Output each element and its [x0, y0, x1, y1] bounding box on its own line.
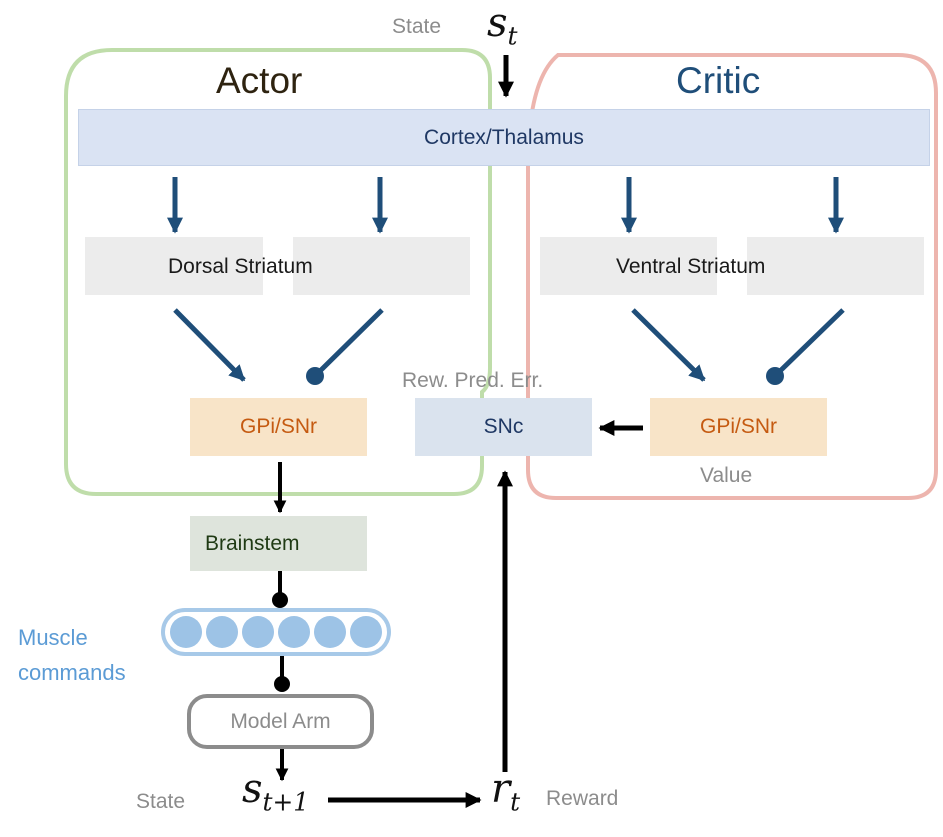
dorsal-striatum-label: Dorsal Striatum — [168, 255, 313, 278]
model-arm-box: Model Arm — [187, 694, 374, 749]
critic-gpi-snr-box: GPi/SNr — [650, 398, 827, 456]
muscle-neuron — [242, 616, 274, 648]
state-symbol-sub: t — [507, 21, 518, 51]
ventral-direct-arrow — [631, 308, 706, 382]
ventral-indirect-connection — [776, 308, 845, 375]
muscle-commands-label: Muscle commands — [18, 620, 126, 690]
critic-gpi-snr-label: GPi/SNr — [699, 415, 777, 438]
cortex-thalamus-label: Cortex/Thalamus — [424, 125, 584, 149]
muscle-neuron — [314, 616, 346, 648]
state-symbol-base: s — [487, 0, 508, 46]
critic-title: Critic — [676, 60, 761, 101]
muscle-neuron — [350, 616, 382, 648]
value-label: Value — [700, 464, 753, 487]
next-state-sub: t+1 — [262, 787, 310, 817]
ventral-striatum-box-right — [747, 237, 924, 295]
dorsal-striatum-box-right — [293, 237, 470, 295]
muscle-arm-terminal — [274, 676, 290, 692]
reward-prediction-error-label: Rew. Pred. Err. — [402, 369, 544, 392]
actor-title: Actor — [216, 60, 303, 101]
state-symbol-top: st — [487, 0, 518, 51]
model-arm-label: Model Arm — [230, 709, 331, 733]
reward-sub: t — [510, 787, 521, 817]
state-label-top: State — [392, 15, 442, 38]
muscle-command-layer — [161, 608, 391, 656]
dorsal-inhibitory-terminal — [306, 367, 324, 385]
ventral-striatum-box-left — [540, 237, 717, 295]
brainstem-muscle-terminal — [272, 592, 288, 608]
muscle-commands-line-1: Muscle — [18, 625, 88, 650]
snc-box: SNc — [415, 398, 592, 456]
ventral-inhibitory-terminal — [766, 367, 784, 385]
actor-gpi-snr-label: GPi/SNr — [239, 415, 317, 438]
brainstem-label: Brainstem — [205, 531, 300, 555]
muscle-commands-line-2: commands — [18, 660, 126, 685]
state-label-bottom: State — [136, 790, 186, 813]
ventral-striatum-label: Ventral Striatum — [616, 255, 766, 278]
brainstem-box: Brainstem — [190, 516, 367, 571]
reward-base: r — [491, 766, 511, 812]
reward-symbol: rt — [491, 766, 520, 817]
next-state-base: s — [242, 766, 263, 812]
reward-label: Reward — [546, 787, 619, 810]
muscle-neuron — [170, 616, 202, 648]
actor-region — [64, 48, 492, 496]
cortex-thalamus-box: Cortex/Thalamus — [78, 109, 930, 166]
actor-gpi-snr-box: GPi/SNr — [190, 398, 367, 456]
dorsal-direct-arrow — [173, 308, 246, 382]
dorsal-striatum-box-left — [85, 237, 263, 295]
muscle-neuron — [278, 616, 310, 648]
critic-region — [526, 53, 938, 500]
snc-label: SNc — [483, 415, 524, 438]
dorsal-indirect-connection — [316, 308, 384, 375]
muscle-neuron — [206, 616, 238, 648]
next-state-symbol: st+1 — [242, 766, 309, 817]
